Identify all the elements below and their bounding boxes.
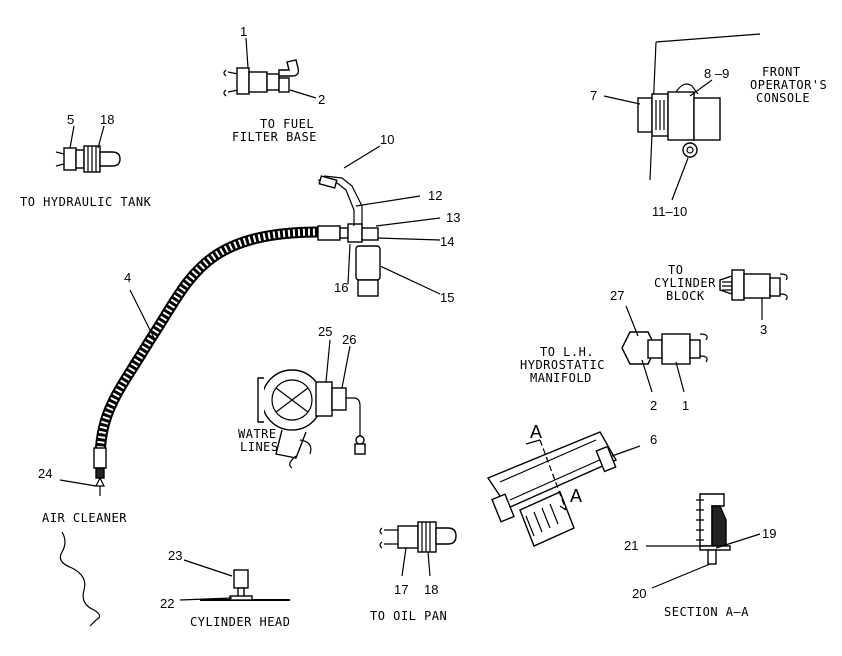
caption-cylinder: CYLINDER (654, 276, 716, 290)
callout-25: 25 (318, 324, 332, 339)
callout-4: 4 (124, 270, 131, 285)
callout-27: 27 (610, 288, 624, 303)
caption-lines: LINES (240, 440, 279, 454)
callout-1-manifold: 1 (682, 398, 689, 413)
hydrostatic-manifold-sensor (621, 305, 708, 393)
thermostat-housing (257, 339, 366, 469)
callout-2-manifold: 2 (650, 398, 657, 413)
callout-3: 3 (760, 322, 767, 337)
caption-operators: OPERATOR'S (750, 78, 827, 92)
callout-18-hydraulic: 18 (100, 112, 114, 127)
caption-hydrostatic: HYDROSTATIC (520, 358, 605, 372)
callout-5: 5 (67, 112, 74, 127)
console-switch-assembly (603, 33, 761, 201)
caption-to-lh: TO L.H. (540, 345, 594, 359)
callout-16: 16 (334, 280, 348, 295)
callout-13: 13 (446, 210, 460, 225)
caption-front: FRONT (762, 65, 801, 79)
callout-21: 21 (624, 538, 638, 553)
callout-20: 20 (632, 586, 646, 601)
caption-hydraulic-tank: TO HYDRAULIC TANK (20, 195, 152, 209)
callout-10: 10 (380, 132, 394, 147)
callout-18-oil: 18 (424, 582, 438, 597)
caption-manifold: MANIFOLD (530, 371, 592, 385)
caption-section-a-a: SECTION A–A (664, 605, 749, 619)
oil-filter-assembly (486, 431, 641, 547)
callout-12: 12 (428, 188, 442, 203)
caption-oil-pan: TO OIL PAN (370, 609, 447, 623)
cylinder-block-sensor (719, 269, 788, 320)
cylinder-head-sensor (179, 559, 290, 601)
fuel-filter-sensor (223, 37, 317, 99)
hydraulic-tank-sensor (55, 125, 121, 173)
section-marker-a-bottom: A (570, 486, 582, 506)
callout-11-10: 11–10 (652, 204, 687, 219)
callout-2-fuel: 2 (318, 92, 325, 107)
caption-air-cleaner: AIR CLEANER (42, 511, 127, 525)
caption-filter-base: FILTER BASE (232, 130, 317, 144)
section-a-a (646, 493, 761, 589)
callout-26: 26 (342, 332, 356, 347)
callout-8-9: 8 –9 (704, 66, 729, 81)
callout-15: 15 (440, 290, 454, 305)
fuel-sensor-assembly (317, 145, 441, 297)
callout-19: 19 (762, 526, 776, 541)
caption-watre: WATRE (238, 427, 277, 441)
callout-22: 22 (160, 596, 174, 611)
caption-console: CONSOLE (756, 91, 810, 105)
callout-6: 6 (650, 432, 657, 447)
caption-to-cyl: TO (668, 263, 683, 277)
callout-14: 14 (440, 234, 454, 249)
callout-7: 7 (590, 88, 597, 103)
caption-cylinder-head: CYLINDER HEAD (190, 615, 290, 629)
callout-1-fuel: 1 (240, 24, 247, 39)
callout-23: 23 (168, 548, 182, 563)
oil-pan-sensor (379, 521, 457, 577)
caption-to-fuel: TO FUEL (260, 117, 314, 131)
callout-24: 24 (38, 466, 52, 481)
section-marker-a-top: A (530, 422, 542, 442)
caption-block: BLOCK (666, 289, 705, 303)
hose-assembly (59, 226, 321, 627)
callout-17: 17 (394, 582, 408, 597)
